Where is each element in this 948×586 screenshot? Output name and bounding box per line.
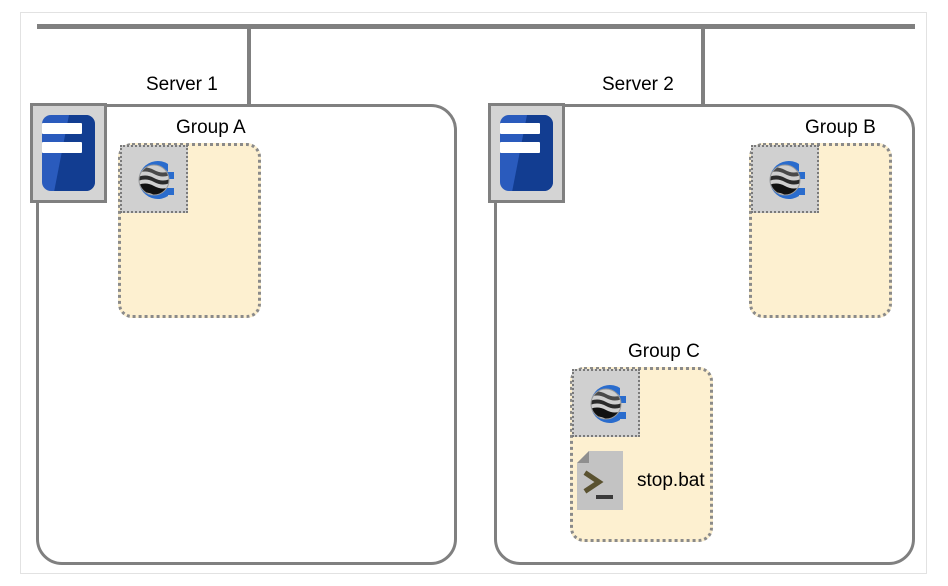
list-item[interactable]: stop.bat	[575, 450, 705, 512]
network-drop-line-server-1	[247, 24, 251, 106]
server-1-label: Server 1	[146, 74, 218, 95]
server-icon-bar-top	[42, 123, 82, 134]
file-name-label: stop.bat	[637, 470, 705, 491]
network-bus-line	[37, 24, 915, 29]
server-icon-bar-top	[500, 123, 540, 134]
cluster-globe-icon[interactable]	[572, 369, 640, 437]
cluster-globe-icon[interactable]	[751, 145, 819, 213]
server-icon-bar-bottom	[42, 142, 82, 153]
server-2-label: Server 2	[602, 74, 674, 95]
server-icon[interactable]	[30, 103, 107, 203]
group-b-label: Group B	[805, 117, 876, 138]
server-icon-bar-bottom	[500, 142, 540, 153]
network-drop-line-server-2	[701, 24, 705, 106]
page-frame	[20, 12, 927, 574]
cluster-globe-icon[interactable]	[120, 145, 188, 213]
server-icon[interactable]	[488, 103, 565, 203]
bat-script-file-icon	[577, 451, 623, 510]
group-c-label: Group C	[628, 341, 700, 362]
group-a-label: Group A	[176, 117, 246, 138]
